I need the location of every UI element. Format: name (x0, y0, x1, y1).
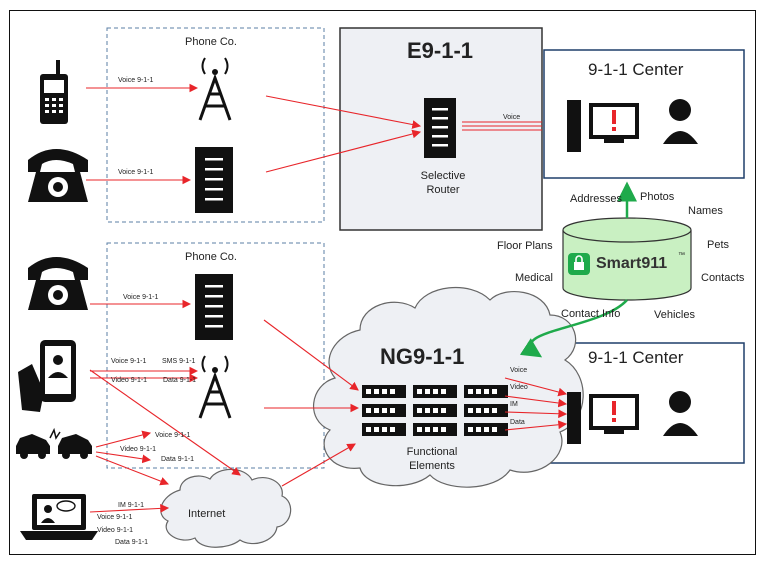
landline-phone-icon (28, 149, 88, 202)
ng-voice-label: Voice (510, 367, 528, 374)
landline-phone-icon-2 (28, 257, 88, 310)
smart-data-label: Data 9-1-1 (163, 377, 197, 384)
attr-pets: Pets (707, 239, 730, 251)
diagram-frame (9, 10, 756, 555)
functional-label-1: Functional (406, 446, 458, 458)
smart-voice-label: Voice 9-1-1 (111, 358, 147, 365)
smart-video-label: Video 9-1-1 (111, 377, 148, 384)
smart911-brand: Smart911 (596, 255, 668, 272)
smart-sms-label: SMS 9-1-1 (162, 358, 196, 365)
laptop-im-label: IM 9-1-1 (118, 502, 145, 509)
selective-router-label-2: Router (426, 184, 460, 196)
functional-label-2: Elements (409, 460, 455, 472)
ng911-title: NG9-1-1 (380, 344, 465, 369)
e911-title: E9-1-1 (407, 38, 474, 63)
attr-photos: Photos (640, 191, 675, 203)
laptop-icon (20, 494, 98, 540)
call-flow-arrows (86, 83, 568, 513)
smart911-to-ng-center-arrow (519, 299, 628, 358)
landline2-voice-label: Voice 9-1-1 (123, 294, 159, 301)
cell-tower-icon (198, 57, 232, 121)
ng-video-label: Video (510, 384, 528, 391)
center-box-top (543, 49, 745, 179)
phone-co-label-bottom: Phone Co. (185, 251, 237, 263)
internet-label: Internet (188, 508, 226, 520)
switch-server-icon (195, 147, 233, 213)
attr-floor-plans: Floor Plans (497, 240, 553, 252)
attr-addresses: Addresses (570, 193, 622, 205)
center-title-top: 9-1-1 Center (588, 60, 684, 79)
smartphone-icon (18, 340, 76, 412)
cell-tower-icon-2 (198, 355, 232, 419)
center-title-bottom: 9-1-1 Center (588, 348, 684, 367)
car-voice-label: Voice 9-1-1 (155, 432, 191, 439)
car-data-label: Data 9-1-1 (161, 456, 195, 463)
center-workstation-icon-2 (567, 391, 698, 444)
landline-voice-label: Voice 9-1-1 (118, 169, 154, 176)
phone-co-label-top: Phone Co. (185, 36, 237, 48)
cell-voice-label: Voice 9-1-1 (118, 77, 154, 84)
phone-co-box-top (106, 27, 325, 223)
attr-contact-info: Contact Info (561, 308, 621, 320)
ng-data-label: Data (510, 419, 525, 426)
smart911-database (562, 217, 692, 301)
car-crash-icon (16, 427, 92, 459)
center-workstation-icon (567, 99, 698, 152)
phone-co-box-bottom (106, 242, 325, 469)
smart911-tm: ™ (678, 252, 685, 259)
selective-router-label-1: Selective (420, 170, 466, 182)
car-video-label: Video 9-1-1 (120, 446, 157, 453)
attr-vehicles: Vehicles (654, 309, 695, 321)
e911-voice-label: Voice (503, 114, 521, 121)
attr-names: Names (688, 205, 723, 217)
laptop-voice-label: Voice 9-1-1 (97, 514, 133, 521)
attr-medical: Medical (515, 272, 553, 284)
internet-cloud (160, 468, 292, 548)
laptop-data-label: Data 9-1-1 (115, 539, 149, 546)
switch-server-icon-2 (195, 274, 233, 340)
cell-phone-icon (40, 60, 68, 124)
ng-im-label: IM (510, 401, 518, 408)
laptop-video-label: Video 9-1-1 (97, 527, 134, 534)
selective-router-icon (424, 98, 456, 158)
attr-contacts: Contacts (701, 272, 745, 284)
